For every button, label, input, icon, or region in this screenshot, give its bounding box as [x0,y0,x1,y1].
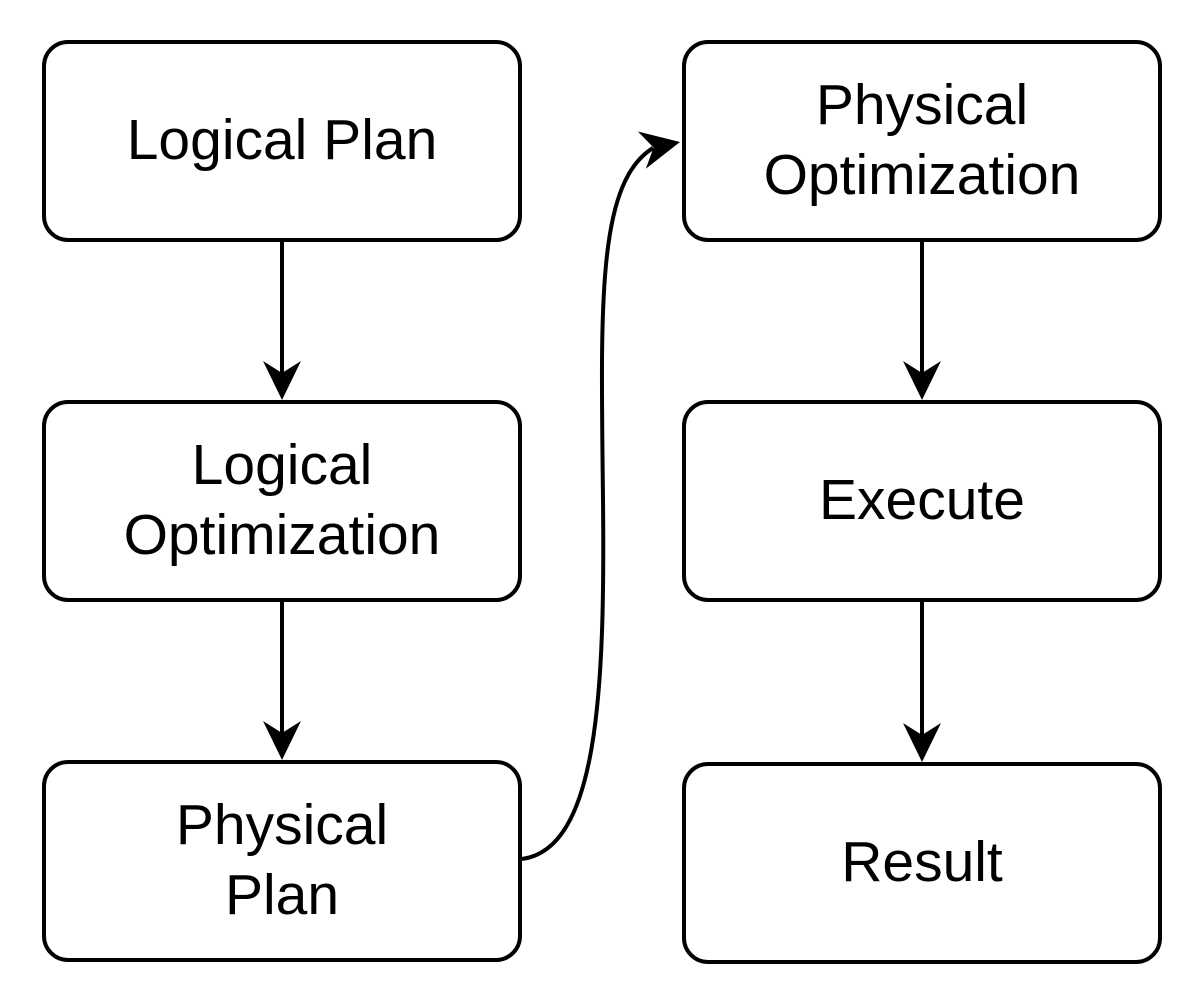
edge-logical-optimization-to-physical-plan [263,602,301,760]
node-result: Result [682,762,1162,964]
node-execute: Execute [682,400,1162,602]
node-label: Physical Optimization [763,73,1081,207]
node-logical-plan: Logical Plan [42,40,522,242]
edge-execute-to-result [903,602,941,762]
node-label: Logical Plan [126,108,438,173]
arrowhead-icon [263,721,301,760]
arrowhead-icon [903,723,941,762]
node-label: Logical Optimization [123,433,441,567]
node-logical-optimization: Logical Optimization [42,400,522,602]
node-label: Physical Plan [175,793,389,927]
arrowhead-icon [637,131,680,169]
node-label: Result [841,830,1003,895]
node-physical-plan: Physical Plan [42,760,522,962]
edge-logical-plan-to-logical-optimization [263,242,301,400]
edge-physical-optimization-to-execute [903,242,941,400]
node-physical-optimization: Physical Optimization [682,40,1162,242]
arrowhead-icon [263,361,301,400]
arrowhead-icon [903,361,941,400]
node-label: Execute [819,468,1025,533]
edge-physical-plan-to-physical-optimization [521,131,680,861]
